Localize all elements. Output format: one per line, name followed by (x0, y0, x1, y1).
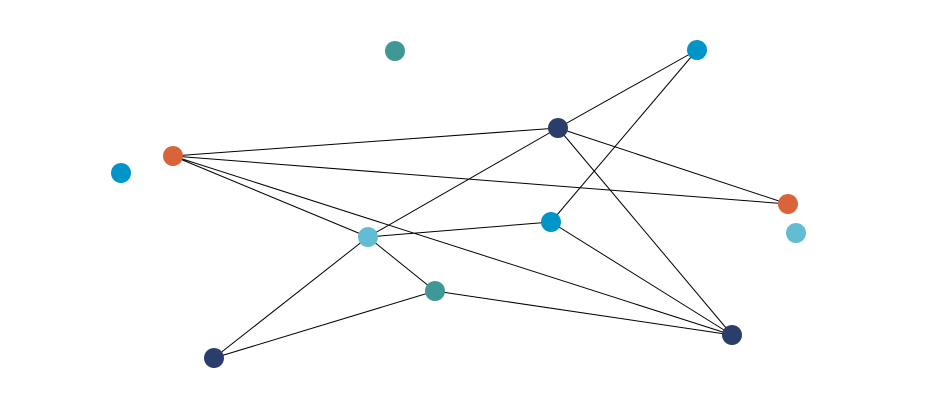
node-n11 (204, 348, 224, 368)
edge-n4-n12 (172, 155, 733, 336)
node-n7 (786, 223, 806, 243)
edge-n10-n11 (213, 290, 436, 359)
node-n6 (778, 194, 798, 214)
node-n12 (722, 325, 742, 345)
node-n10 (425, 281, 445, 301)
edge-n9-n11 (213, 236, 369, 359)
edge-n3-n9 (367, 127, 559, 238)
node-n4 (163, 146, 183, 166)
node-n5 (111, 163, 131, 183)
edge-n2-n3 (557, 49, 698, 129)
node-n9 (358, 227, 378, 247)
node-n3 (548, 118, 568, 138)
edge-n10-n12 (434, 290, 733, 336)
edge-n3-n6 (557, 127, 789, 205)
edge-n9-n8 (367, 221, 552, 238)
edge-n2-n8 (550, 49, 698, 223)
edge-n3-n12 (557, 127, 733, 336)
node-n2 (687, 40, 707, 60)
edge-n4-n9 (172, 155, 369, 238)
edge-n8-n12 (550, 221, 733, 336)
edge-n4-n6 (172, 155, 789, 205)
node-n1 (385, 41, 405, 61)
node-n8 (541, 212, 561, 232)
edge-n9-n10 (367, 236, 436, 292)
edge-layer (172, 49, 789, 359)
edge-n4-n3 (172, 127, 559, 157)
node-layer (111, 40, 806, 368)
